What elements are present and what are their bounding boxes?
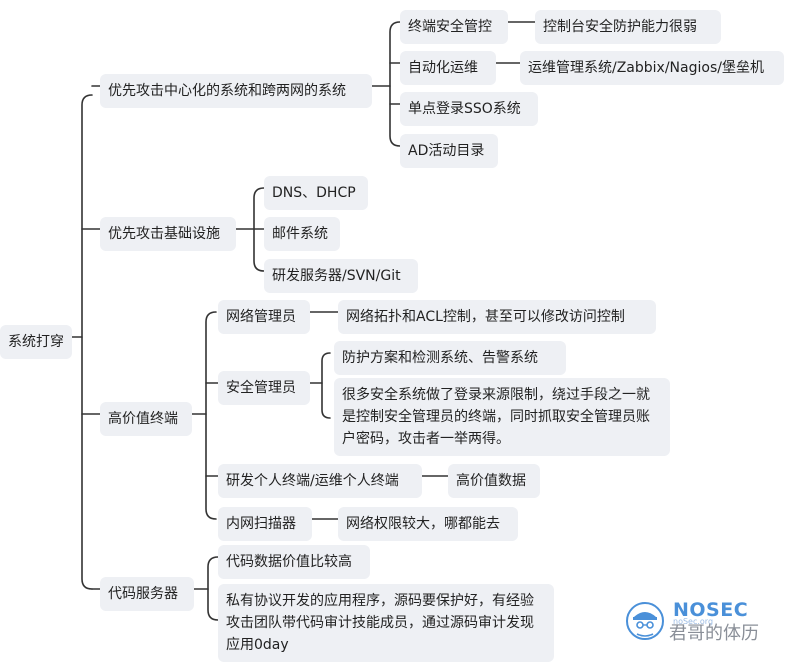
branch-label: 代码服务器 <box>108 586 178 602</box>
node-label: 研发服务器/SVN/Git <box>272 268 401 284</box>
node-label: 单点登录SSO系统 <box>408 101 521 117</box>
edge-b3-trunk <box>205 311 217 520</box>
node-label: 私有协议开发的应用程序，源码要保护好，有经验攻击团队带代码审计技能成员，通过源码… <box>226 593 534 653</box>
node-dev-servers[interactable]: 研发服务器/SVN/Git <box>264 259 418 293</box>
branch-label: 优先攻击基础设施 <box>108 226 220 242</box>
node-label: 防护方案和检测系统、告警系统 <box>342 350 538 366</box>
watermark-brand: NOSEC <box>673 599 749 621</box>
watermark: NOSEC noSec.org 君哥的体历 <box>625 597 785 645</box>
node-label: 控制台安全防护能力很弱 <box>543 19 697 35</box>
node-sso[interactable]: 单点登录SSO系统 <box>400 92 538 126</box>
branch-code-servers[interactable]: 代码服务器 <box>100 577 194 611</box>
node-dev-ops-endpoints-detail[interactable]: 高价值数据 <box>448 464 540 498</box>
node-auto-ops-detail[interactable]: 运维管理系统/Zabbix/Nagios/堡垒机 <box>520 51 784 85</box>
node-endpoint-security-detail[interactable]: 控制台安全防护能力很弱 <box>535 10 721 44</box>
node-internal-scanner[interactable]: 内网扫描器 <box>218 507 312 541</box>
node-label: 很多安全系统做了登录来源限制，绕过手段之一就是控制安全管理员的终端，同时抓取安全… <box>342 387 650 447</box>
node-network-admin-detail[interactable]: 网络拓扑和ACL控制，甚至可以修改访问控制 <box>338 300 656 334</box>
node-label: 自动化运维 <box>408 60 478 76</box>
node-label: 高价值数据 <box>456 473 526 489</box>
node-network-admin[interactable]: 网络管理员 <box>218 300 310 334</box>
node-label: DNS、DHCP <box>272 185 356 201</box>
node-code-audit[interactable]: 私有协议开发的应用程序，源码要保护好，有经验攻击团队带代码审计技能成员，通过源码… <box>218 584 554 662</box>
node-label: 网络管理员 <box>226 309 296 325</box>
root-label: 系统打穿 <box>8 334 64 350</box>
watermark-sub: noSec.org <box>673 617 714 626</box>
edge-b1-trunk <box>389 21 401 147</box>
node-dev-ops-endpoints[interactable]: 研发个人终端/运维个人终端 <box>218 464 422 498</box>
node-auto-ops[interactable]: 自动化运维 <box>400 51 496 85</box>
edge-b3-d2-trunk <box>321 352 331 419</box>
node-label: 网络拓扑和ACL控制，甚至可以修改访问控制 <box>346 309 625 325</box>
watermark-text: 君哥的体历 <box>669 623 759 644</box>
node-code-data-value[interactable]: 代码数据价值比较高 <box>218 545 370 579</box>
branch-label: 高价值终端 <box>108 411 178 427</box>
nosec-logo-icon <box>626 602 664 640</box>
node-label: 网络权限较大，哪都能去 <box>346 516 500 532</box>
branch-infrastructure[interactable]: 优先攻击基础设施 <box>100 217 236 251</box>
node-security-admin-detail-2[interactable]: 很多安全系统做了登录来源限制，绕过手段之一就是控制安全管理员的终端，同时抓取安全… <box>334 378 670 456</box>
branch-label: 优先攻击中心化的系统和跨两网的系统 <box>108 83 346 99</box>
node-dns-dhcp[interactable]: DNS、DHCP <box>264 176 368 210</box>
node-label: 代码数据价值比较高 <box>226 554 352 570</box>
edge-b4-trunk <box>207 556 219 621</box>
node-mail[interactable]: 邮件系统 <box>264 217 340 251</box>
node-label: 安全管理员 <box>226 380 296 396</box>
branch-high-value-endpoints[interactable]: 高价值终端 <box>100 402 192 436</box>
node-label: AD活动目录 <box>408 143 485 159</box>
root-node[interactable]: 系统打穿 <box>0 325 72 359</box>
node-label: 研发个人终端/运维个人终端 <box>226 473 399 489</box>
node-ad[interactable]: AD活动目录 <box>400 134 498 168</box>
edge-root-trunk <box>81 94 93 590</box>
node-label: 终端安全管控 <box>408 19 492 35</box>
node-security-admin-detail-1[interactable]: 防护方案和检测系统、告警系统 <box>334 341 566 375</box>
node-label: 内网扫描器 <box>226 516 296 532</box>
branch-central-systems[interactable]: 优先攻击中心化的系统和跨两网的系统 <box>100 74 372 108</box>
node-internal-scanner-detail[interactable]: 网络权限较大，哪都能去 <box>338 507 518 541</box>
node-label: 邮件系统 <box>272 226 328 242</box>
node-endpoint-security[interactable]: 终端安全管控 <box>400 10 508 44</box>
node-security-admin[interactable]: 安全管理员 <box>218 371 310 405</box>
node-label: 运维管理系统/Zabbix/Nagios/堡垒机 <box>528 60 764 76</box>
